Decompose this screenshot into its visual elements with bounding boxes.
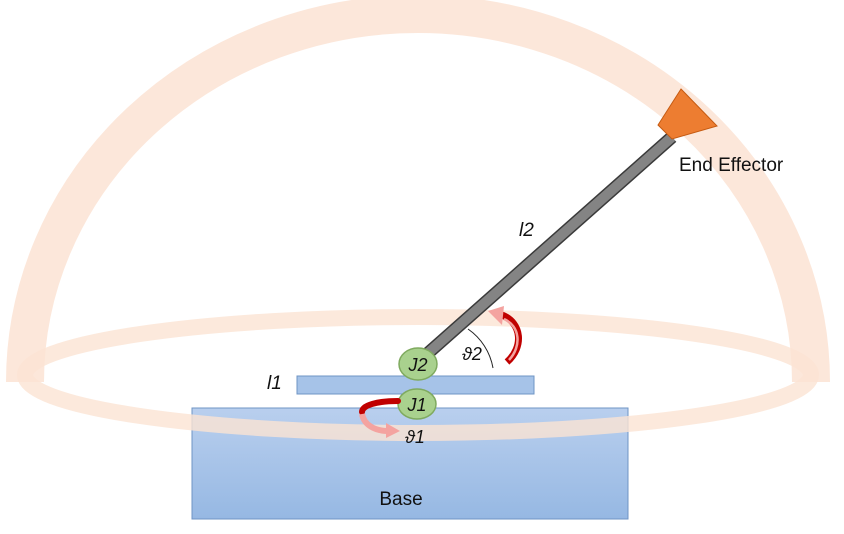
theta2-label: ϑ2 [462,344,482,364]
theta2-rotation-arrow-icon [488,306,522,365]
joint1-label: J1 [406,395,426,415]
workspace-equator-ring [17,309,819,441]
theta1-rotation-arrow-icon [359,398,401,438]
theta2-angle-arc [467,328,494,369]
base-label: Base [379,489,422,510]
end-effector-shape [657,88,718,140]
theta1-label: ϑ1 [405,427,425,447]
joint2-label: J2 [407,355,427,375]
workspace-dome-arc [6,0,830,383]
link2-label: l2 [519,220,534,241]
link1-label: l1 [267,373,282,394]
joint2-circle [398,347,438,381]
end-effector-label: End Effector [679,155,784,176]
link2-rod [414,133,676,366]
